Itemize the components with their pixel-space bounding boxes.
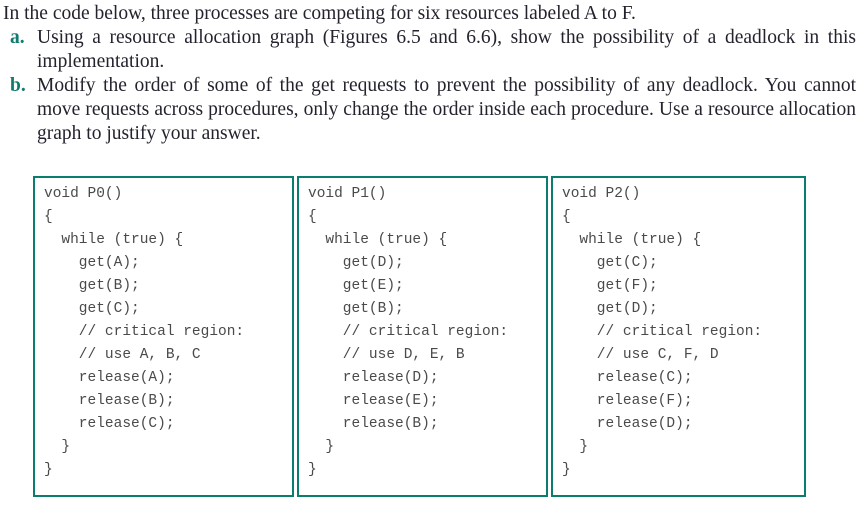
code-panels-row: void P0() { while (true) { get(A); get(B)… (33, 176, 806, 497)
code-line: // use D, E, B (308, 347, 465, 363)
code-panel-p0: void P0() { while (true) { get(A); get(B)… (33, 176, 294, 497)
code-line: get(F); (562, 278, 658, 294)
code-line: get(D); (562, 301, 658, 317)
code-line: void P0() (44, 186, 123, 202)
code-line: void P1() (308, 186, 387, 202)
item-b-text: Modify the order of some of the get requ… (37, 75, 856, 144)
code-line: get(B); (44, 278, 140, 294)
code-line: { (562, 209, 571, 225)
exercise-item-a: a. Using a resource allocation graph (Fi… (3, 26, 856, 74)
code-line: release(D); (308, 370, 439, 386)
code-line: void P2() (562, 186, 641, 202)
code-line: } (562, 462, 571, 478)
code-line: } (44, 439, 71, 455)
code-line: } (308, 462, 317, 478)
exercise-intro: In the code below, three processes are c… (3, 3, 636, 24)
code-line: get(D); (308, 255, 404, 271)
code-line: get(C); (562, 255, 658, 271)
code-line: get(C); (44, 301, 140, 317)
code-line: // use A, B, C (44, 347, 201, 363)
code-line: release(B); (44, 393, 175, 409)
item-a-text: Using a resource allocation graph (Figur… (37, 27, 856, 72)
code-line: { (44, 209, 53, 225)
code-line: // critical region: (44, 324, 245, 340)
code-line: // critical region: (562, 324, 763, 340)
code-line: release(D); (562, 416, 693, 432)
item-b-marker: b. (10, 75, 26, 96)
item-a-marker: a. (10, 27, 25, 48)
code-panel-p2: void P2() { while (true) { get(C); get(F)… (551, 176, 806, 497)
code-panel-p1: void P1() { while (true) { get(D); get(E)… (297, 176, 548, 497)
code-line: // critical region: (308, 324, 509, 340)
exercise-statement: In the code below, three processes are c… (3, 2, 856, 146)
code-line: get(E); (308, 278, 404, 294)
code-line: while (true) { (308, 232, 448, 248)
code-line: release(C); (44, 416, 175, 432)
code-line: } (562, 439, 589, 455)
code-line: release(E); (308, 393, 439, 409)
code-line: } (44, 462, 53, 478)
code-line: } (308, 439, 335, 455)
code-line: get(B); (308, 301, 404, 317)
code-line: release(C); (562, 370, 693, 386)
exercise-item-b: b. Modify the order of some of the get r… (3, 74, 856, 146)
code-line: release(F); (562, 393, 693, 409)
code-line: get(A); (44, 255, 140, 271)
code-line: while (true) { (562, 232, 702, 248)
code-line: release(A); (44, 370, 175, 386)
code-line: while (true) { (44, 232, 184, 248)
code-line: release(B); (308, 416, 439, 432)
code-line: // use C, F, D (562, 347, 719, 363)
code-line: { (308, 209, 317, 225)
